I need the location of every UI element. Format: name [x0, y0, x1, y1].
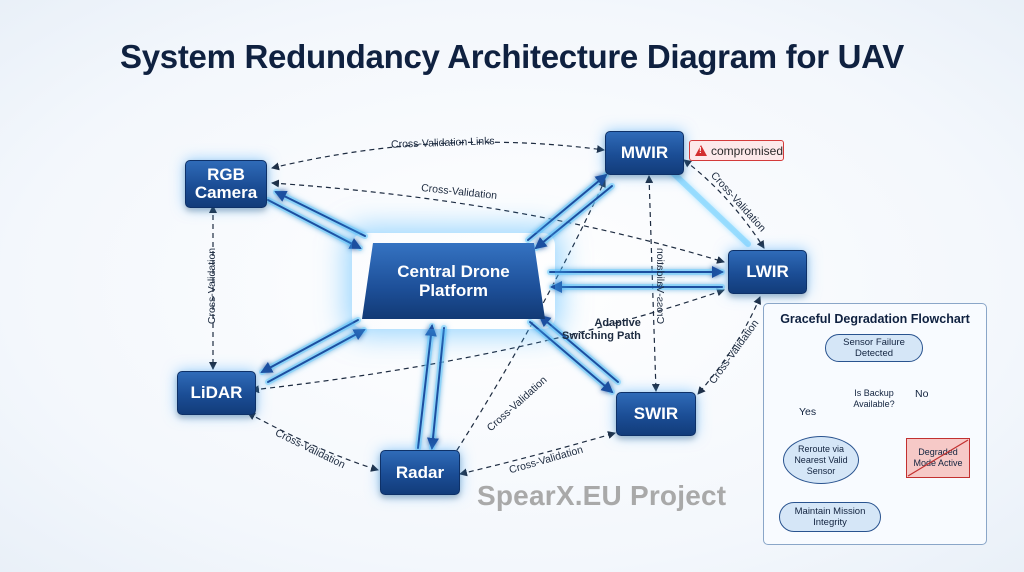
node-lidar[interactable]: LiDAR — [177, 371, 256, 415]
node-lwir[interactable]: LWIR — [728, 250, 807, 294]
compromised-text: compromised — [711, 143, 784, 158]
warning-icon — [695, 145, 707, 156]
fc-maintain-integrity: Maintain Mission Integrity — [779, 502, 881, 532]
link-lidar-radar — [247, 412, 379, 472]
link-lidar-lwir — [251, 288, 725, 394]
link-central-lidar — [259, 317, 367, 385]
link-central-lwir — [547, 266, 725, 293]
label-adaptive-switching-path: Adaptive Switching Path — [562, 317, 641, 342]
link-central-radar — [415, 323, 447, 451]
node-swir[interactable]: SWIR — [616, 392, 696, 436]
link-central-rgb — [265, 189, 368, 251]
link-central-mwir — [525, 172, 615, 251]
compromised-badge: compromised — [689, 140, 784, 161]
node-mwir[interactable]: MWIR — [605, 131, 684, 175]
diagram-title: System Redundancy Architecture Diagram f… — [120, 38, 904, 75]
node-rgb-camera[interactable]: RGB Camera — [185, 160, 267, 208]
label-cross-validation-mwir-swir: Cross-Validation — [654, 247, 667, 325]
link-radar-swir — [459, 431, 616, 477]
link-mwir-lwir — [683, 159, 765, 249]
link-mwir-lwir-glow — [669, 169, 751, 247]
link-rgb-lwir — [271, 179, 725, 264]
fc-decision-text: Is Backup Available? — [853, 388, 895, 409]
fc-sensor-failure: Sensor Failure Detected — [825, 334, 923, 362]
fc-reroute: Reroute via Nearest Valid Sensor — [783, 436, 859, 484]
watermark: SpearX.EU Project — [477, 480, 727, 511]
label-cross-validation-rgb-lidar: Cross-Validation — [206, 247, 219, 325]
flowchart-title: Graceful Degradation Flowchart — [780, 312, 970, 326]
fc-no-label: No — [915, 388, 929, 400]
node-radar[interactable]: Radar — [380, 450, 460, 495]
link-rgb-mwir — [271, 141, 605, 171]
node-central-platform[interactable]: Central Drone Platform — [362, 243, 545, 319]
fc-yes-label: Yes — [799, 406, 817, 418]
fc-degraded-strike — [907, 439, 969, 477]
link-central-swir — [527, 313, 621, 395]
